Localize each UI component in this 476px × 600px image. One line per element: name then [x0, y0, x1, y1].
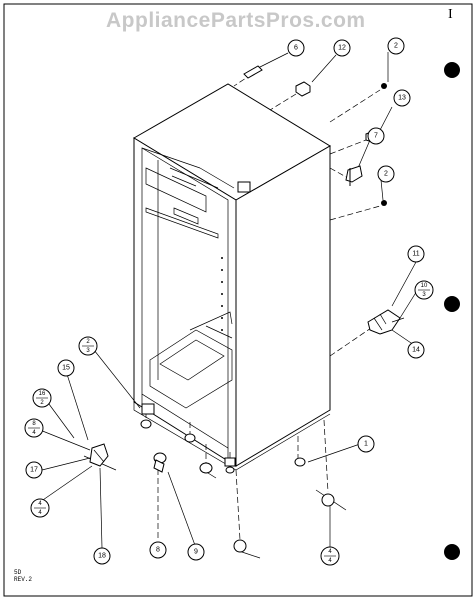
- svg-text:14: 14: [412, 347, 420, 354]
- callout-4-4-right[interactable]: 4 4: [320, 546, 340, 566]
- callout-6[interactable]: 6: [287, 39, 305, 57]
- watermark: AppliancePartsPros.com: [106, 9, 366, 32]
- drawing-code: 5D: [14, 569, 22, 576]
- drawing-revision: REV.2: [14, 576, 32, 583]
- svg-text:3: 3: [422, 292, 426, 298]
- svg-text:4: 4: [32, 430, 36, 436]
- callout-8[interactable]: 8: [149, 541, 167, 559]
- svg-text:6: 6: [294, 45, 298, 52]
- svg-text:11: 11: [412, 251, 419, 258]
- svg-text:7: 7: [374, 133, 378, 140]
- callout-16-2[interactable]: 16 2: [32, 388, 52, 408]
- callout-7[interactable]: 7: [367, 127, 385, 145]
- svg-text:9: 9: [194, 549, 198, 556]
- callout-1[interactable]: 1: [357, 435, 375, 453]
- svg-text:4: 4: [38, 501, 42, 507]
- svg-text:13: 13: [398, 95, 406, 102]
- binder-hole-top: [444, 62, 460, 78]
- callout-2-mid[interactable]: 2: [377, 165, 395, 183]
- svg-text:4: 4: [328, 558, 332, 564]
- svg-text:2: 2: [86, 339, 90, 345]
- cabinet: [133, 83, 331, 471]
- callout-11[interactable]: 11: [407, 245, 425, 263]
- binder-hole-middle: [444, 296, 460, 312]
- svg-text:4: 4: [328, 549, 332, 555]
- svg-text:15: 15: [62, 365, 70, 372]
- callout-15[interactable]: 15: [57, 359, 75, 377]
- svg-text:2: 2: [384, 171, 388, 178]
- callout-4-4-left[interactable]: 4 4: [30, 498, 50, 518]
- callout-8-4[interactable]: 8 4: [24, 418, 44, 438]
- drawing-frame: [3, 3, 473, 597]
- svg-text:1: 1: [364, 441, 368, 448]
- svg-text:2: 2: [394, 43, 398, 50]
- callout-14[interactable]: 14: [407, 341, 425, 359]
- svg-text:18: 18: [98, 553, 106, 560]
- callouts: 6 12 2 13 7 2 11 10 3 14 2 3 15 16 2 8 4…: [24, 37, 434, 566]
- callout-2-3[interactable]: 2 3: [78, 336, 98, 356]
- callout-18[interactable]: 18: [93, 547, 111, 565]
- svg-text:3: 3: [86, 348, 90, 354]
- callout-10-3[interactable]: 10 3: [414, 280, 434, 300]
- callout-9[interactable]: 9: [187, 543, 205, 561]
- svg-text:4: 4: [38, 510, 42, 516]
- svg-text:2: 2: [40, 400, 44, 406]
- svg-text:10: 10: [421, 283, 428, 289]
- svg-text:8: 8: [156, 547, 160, 554]
- svg-text:12: 12: [338, 45, 346, 52]
- svg-text:16: 16: [39, 391, 46, 397]
- callout-17[interactable]: 17: [25, 461, 43, 479]
- callout-12[interactable]: 12: [333, 39, 351, 57]
- svg-text:8: 8: [32, 421, 36, 427]
- small-parts: [89, 65, 405, 553]
- callout-2-top[interactable]: 2: [387, 37, 405, 55]
- binder-hole-bottom: [444, 544, 460, 560]
- svg-text:17: 17: [30, 467, 38, 474]
- corner-mark: I: [448, 7, 453, 22]
- callout-13[interactable]: 13: [393, 89, 411, 107]
